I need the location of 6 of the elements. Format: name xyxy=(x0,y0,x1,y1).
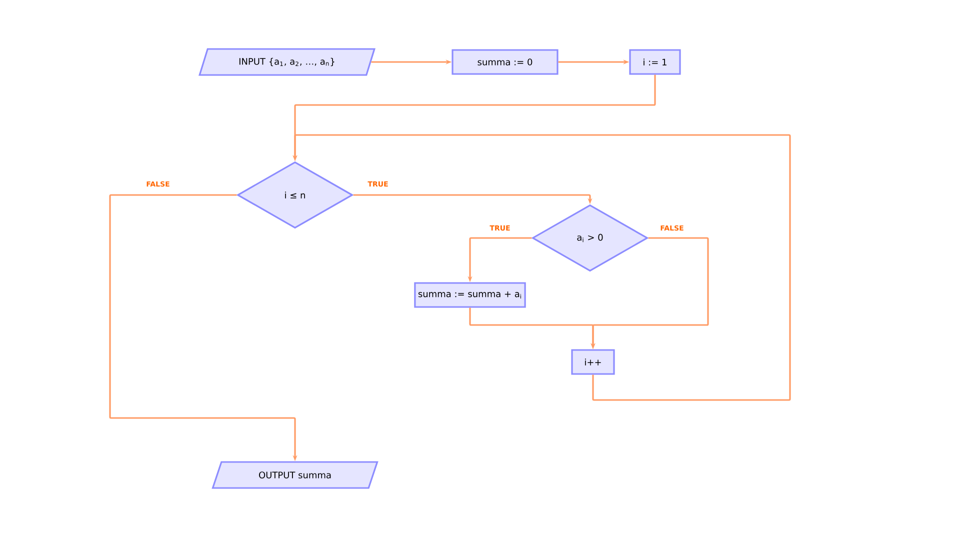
process-box: i++ xyxy=(571,349,615,375)
process-box: i := 1 xyxy=(629,49,681,75)
process-box: summa := summa + a$_{i}$ xyxy=(414,282,526,308)
process-box: summa := 0 xyxy=(452,49,558,75)
input-output-parallelogram: OUTPUT summa xyxy=(212,461,378,489)
input-output-parallelogram: INPUT {a$_{1}$, a$_{2}$, …, a$_{n}$} xyxy=(198,48,376,76)
